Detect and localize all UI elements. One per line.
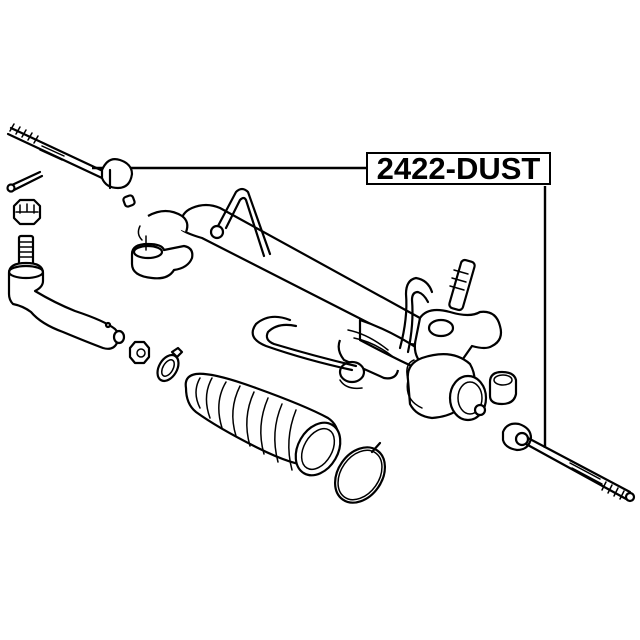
right-inner-tie-rod [501,422,636,503]
castle-nut [12,198,42,226]
boot-clamp-small [156,346,184,383]
rack-boot [184,372,342,477]
lock-nut [128,340,151,365]
callout-leader-lines [92,166,547,448]
outer-tie-rod-end [7,234,126,350]
pinion-valve [406,258,518,422]
part-number-callout: 2422-DUST [366,152,551,185]
left-inner-tie-rod [6,123,136,208]
boot-clamp-large [333,441,387,504]
hydraulic-lines [216,187,434,372]
cotter-pin [6,170,44,193]
